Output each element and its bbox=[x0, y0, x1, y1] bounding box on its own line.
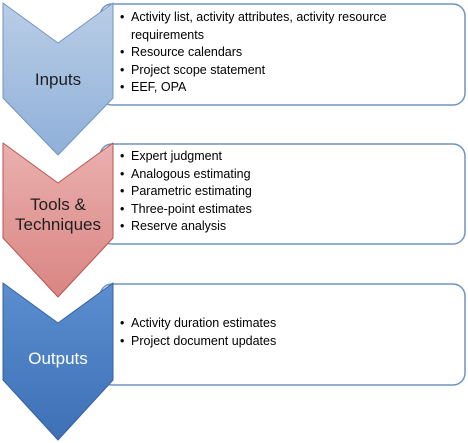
list-item: Activity duration estimates bbox=[120, 315, 447, 333]
list-item: Analogous estimating bbox=[120, 166, 447, 184]
list-item: Expert judgment bbox=[120, 148, 447, 166]
inputs-label-line: Inputs bbox=[34, 70, 82, 89]
list-item: Project document updates bbox=[120, 333, 447, 351]
list-item: EEF, OPA bbox=[120, 79, 447, 97]
inputs-item-list: Activity list, activity attributes, acti… bbox=[120, 9, 447, 97]
list-item: Parametric estimating bbox=[120, 183, 447, 201]
list-item: Project scope statement bbox=[120, 62, 447, 80]
tools-techniques-chevron bbox=[2, 142, 114, 298]
inputs-label: Inputs bbox=[3, 70, 113, 90]
outputs-label-line: Outputs bbox=[28, 349, 88, 368]
tools-techniques-item-list: Expert judgmentAnalogous estimatingParam… bbox=[120, 148, 447, 236]
outputs-item-list: Activity duration estimatesProject docum… bbox=[120, 315, 447, 350]
tools-techniques-label-line: Techniques bbox=[14, 215, 101, 235]
list-item: Three-point estimates bbox=[120, 201, 447, 219]
list-item: Reserve analysis bbox=[120, 218, 447, 236]
list-item: Resource calendars bbox=[120, 44, 447, 62]
tools-techniques-label: Tools &Techniques bbox=[3, 195, 113, 236]
outputs-label: Outputs bbox=[3, 349, 113, 369]
list-item: Activity list, activity attributes, acti… bbox=[120, 9, 447, 44]
inputs-chevron bbox=[2, 2, 114, 156]
outputs-chevron bbox=[2, 282, 114, 441]
tools-techniques-label-line: Tools & bbox=[30, 195, 86, 214]
